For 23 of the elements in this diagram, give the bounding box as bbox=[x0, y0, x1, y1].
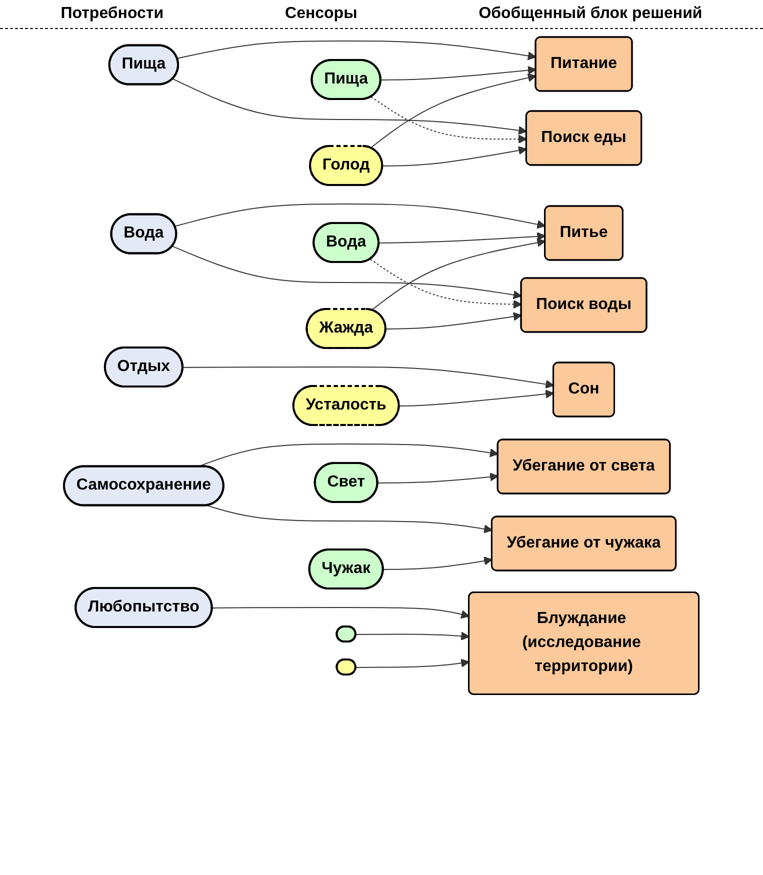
arrow bbox=[356, 658, 470, 668]
arrow bbox=[382, 146, 528, 166]
arrow bbox=[174, 204, 546, 229]
arrow bbox=[398, 390, 554, 406]
arrow bbox=[370, 96, 528, 144]
arrow bbox=[377, 472, 499, 484]
arrow bbox=[386, 312, 522, 330]
arrow bbox=[206, 505, 493, 534]
arrow bbox=[356, 632, 470, 640]
arrow bbox=[370, 73, 537, 148]
column-header: Обобщенный блок решений bbox=[478, 5, 702, 23]
arrow bbox=[378, 232, 546, 244]
arrow bbox=[172, 246, 522, 300]
arrow bbox=[371, 238, 546, 311]
column-header: Сенсоры bbox=[285, 5, 358, 23]
column-header: Потребности bbox=[60, 5, 164, 23]
arrow bbox=[176, 40, 537, 60]
arrow bbox=[370, 258, 522, 309]
arrow bbox=[382, 556, 493, 570]
arrow bbox=[182, 366, 554, 389]
arrow bbox=[172, 78, 528, 135]
arrow bbox=[380, 66, 537, 80]
arrow bbox=[212, 606, 470, 619]
